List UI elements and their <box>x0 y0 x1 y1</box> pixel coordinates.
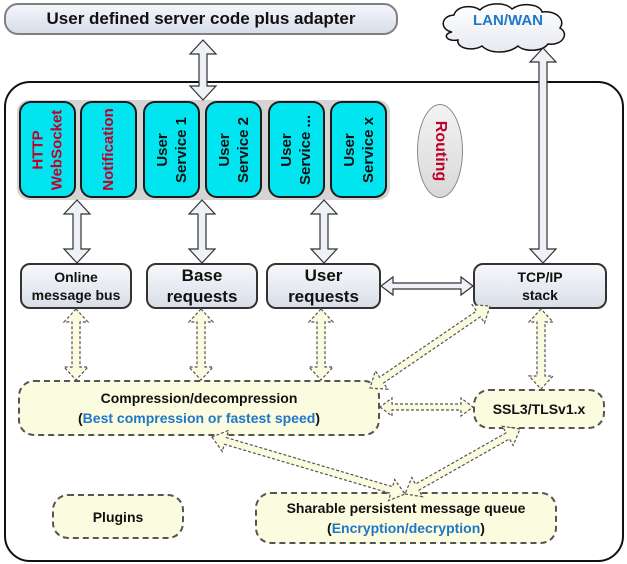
arrow-tcpip-to-ssl <box>527 308 555 390</box>
arrow-services-to-user-requests <box>309 199 339 264</box>
base-requests-line1: Base <box>181 266 223 285</box>
user-server-code-box: User defined server code plus adapter <box>4 3 398 35</box>
ssl-label: SSL3/TLSv1.x <box>492 401 586 417</box>
user-requests-line1: User <box>304 266 343 285</box>
paren-close: ) <box>315 410 320 426</box>
online-bus-line1: Online <box>54 269 98 285</box>
user-requests-line2: requests <box>288 287 359 306</box>
queue-line2: (Encryption/decryption) <box>327 518 485 538</box>
tcpip-stack-box: TCP/IP stack <box>473 263 607 309</box>
arrow-cloud-to-tcpip <box>528 47 558 264</box>
arrow-user-requests-to-tcpip <box>380 275 474 297</box>
online-bus-line2: message bus <box>31 287 121 303</box>
paren-open: ( <box>327 520 332 536</box>
tcpip-line2: stack <box>522 287 558 303</box>
paren-close: ) <box>480 520 485 536</box>
ssl-tls-box: SSL3/TLSv1.x <box>473 389 605 429</box>
base-requests-line2: requests <box>166 287 238 306</box>
tcpip-line1: TCP/IP <box>517 269 563 285</box>
service-strip <box>17 100 390 200</box>
queue-mode-text: Encryption/decryption <box>331 520 481 536</box>
arrow-top-to-services <box>188 39 218 101</box>
cloud-shape <box>442 3 566 53</box>
user-requests-box: User requests <box>266 263 381 309</box>
service-2-box: Notification <box>80 101 137 198</box>
arrow-compression-to-queue <box>211 429 406 502</box>
arrow-services-to-base <box>187 199 217 264</box>
online-message-bus-box: Online message bus <box>20 263 132 309</box>
arrow-compression-to-tcpip <box>369 304 491 390</box>
base-requests-box: Base requests <box>146 263 258 309</box>
lan-wan-label: LAN/WAN <box>473 12 543 29</box>
user-server-code-label: User defined server code plus adapter <box>46 9 356 28</box>
plugins-box: Plugins <box>52 494 184 539</box>
arrow-compression-to-ssl <box>379 396 474 418</box>
queue-line1: Sharable persistent message queue <box>286 500 526 516</box>
paren-open: ( <box>78 410 83 426</box>
routing-oval: Routing <box>417 104 463 198</box>
arrow-queue-to-ssl <box>404 425 521 498</box>
compression-line1: Compression/decompression <box>100 390 298 406</box>
plugins-label: Plugins <box>92 508 144 525</box>
arrow-services-to-online-bus <box>62 199 92 264</box>
compression-mode-text: Best compression or fastest speed <box>82 410 316 426</box>
compression-box: Compression/decompression (Best compress… <box>18 380 380 436</box>
compression-line2: (Best compression or fastest speed) <box>78 408 320 428</box>
arrow-base-to-compression <box>187 308 215 381</box>
arrow-user-requests-to-compression <box>307 308 335 381</box>
message-queue-box: Sharable persistent message queue (Encry… <box>255 492 557 544</box>
arrow-online-bus-to-compression <box>62 308 90 381</box>
